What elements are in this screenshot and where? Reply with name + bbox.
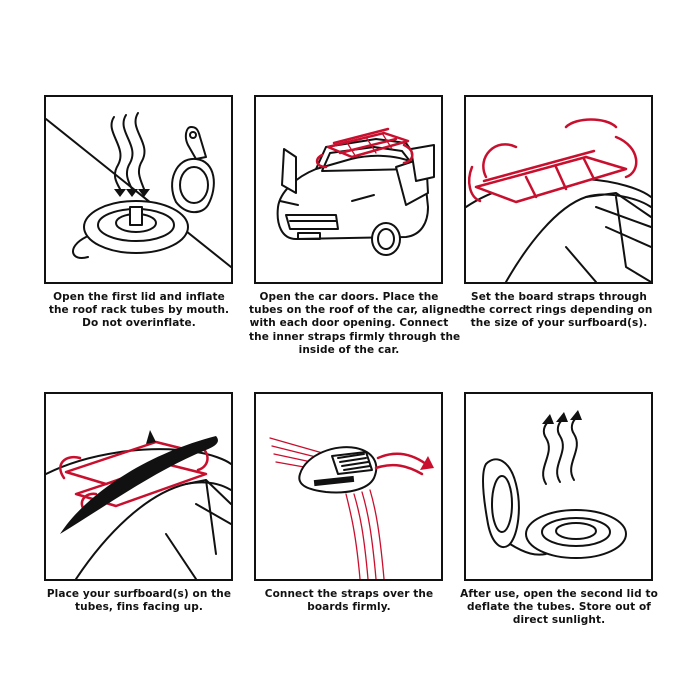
step-3-caption: Set the board straps through the correct… [459, 291, 659, 331]
caption-line: direct sunlight. [512, 614, 606, 627]
caption-line: Place your surfboard(s) on the [46, 588, 232, 600]
caption-line: the correct rings depending on [465, 304, 653, 317]
caption-line: boards firmly. [307, 601, 391, 614]
caption-line: Open the first lid and inflate [53, 291, 225, 303]
caption-line: inside of the car. [298, 343, 400, 356]
step-2-illustration [254, 95, 443, 284]
step-6-illustration [464, 392, 653, 581]
caption-line: the size of your surfboard(s). [470, 317, 648, 330]
step-5-illustration [254, 392, 443, 581]
caption-line: Connect the straps over the [264, 588, 434, 600]
step-5-caption: Connect the straps over the boards firml… [249, 588, 449, 614]
step-1-illustration [44, 95, 233, 284]
step-4-illustration [44, 392, 233, 581]
step-3-illustration [464, 95, 653, 284]
step-6-caption: After use, open the second lid to deflat… [459, 588, 659, 628]
caption-line: the inner straps firmly through the [249, 330, 461, 343]
caption-line: After use, open the second lid to [460, 588, 658, 600]
caption-line: Open the car doors. Place the [259, 291, 439, 303]
caption-line: the roof rack tubes by mouth. [48, 304, 230, 317]
caption-line: tubes on the roof of the car, aligned [249, 304, 467, 317]
caption-line: Set the board straps through [471, 291, 647, 303]
caption-line: with each door opening. Connect [249, 317, 449, 330]
caption-line: Do not overinflate. [82, 317, 196, 330]
step-1-caption: Open the first lid and inflate the roof … [39, 291, 239, 331]
caption-line: deflate the tubes. Store out of [467, 601, 651, 614]
caption-line: tubes, fins facing up. [75, 601, 203, 614]
step-4-caption: Place your surfboard(s) on the tubes, fi… [39, 588, 239, 614]
step-2-caption: Open the car doors. Place the tubes on t… [249, 291, 467, 357]
